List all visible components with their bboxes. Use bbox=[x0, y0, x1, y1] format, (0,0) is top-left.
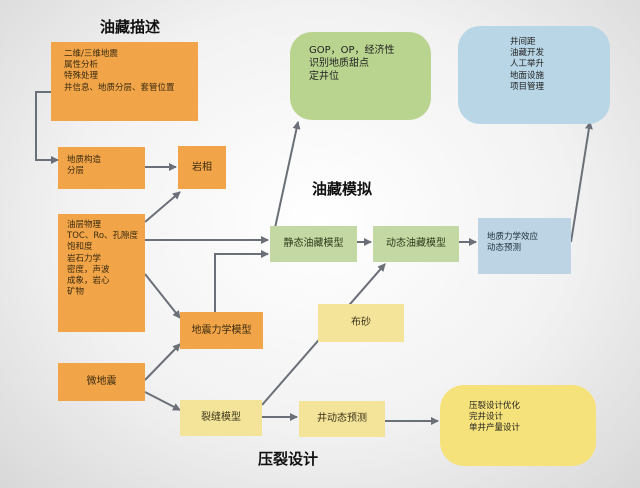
node-field-development: 井间距 油藏开发 人工举升 地面设施 项目管理 bbox=[458, 26, 610, 124]
arrow-micro-to-fracture bbox=[144, 391, 181, 411]
node-sweet-spot-identification: GOP，OP，经济性 识别地质甜点 定井位 bbox=[290, 32, 431, 120]
desc-input-line: 二维/三维地震 bbox=[64, 49, 118, 59]
node-geomechanical-effects: 地质力学效应 动态预测 bbox=[478, 218, 571, 274]
node-micro-seismic: 微地震 bbox=[58, 363, 145, 401]
development-line: 人工举升 bbox=[510, 59, 545, 70]
node-sand-placement: 布砂 bbox=[318, 304, 404, 342]
title-reservoir-description: 油藏描述 bbox=[100, 18, 161, 36]
desc-input-line: 属性分析 bbox=[64, 60, 99, 71]
geo-structure-line: 分层 bbox=[67, 166, 85, 177]
node-static-reservoir-model: 静态油藏模型 bbox=[270, 226, 357, 262]
reservoir-prop-line: 矿物 bbox=[67, 287, 85, 298]
node-well-dynamic-prediction: 井动态预测 bbox=[299, 401, 385, 437]
arrow-props-to-geomech bbox=[144, 273, 181, 319]
geomech-effects-line: 地质力学效应 bbox=[487, 232, 539, 242]
node-lithofacies: 岩相 bbox=[178, 146, 226, 189]
frac-output-line: 压裂设计优化 bbox=[469, 401, 521, 411]
desc-input-line: 井信息、地质分层、套管位置 bbox=[64, 82, 175, 93]
sweet-spot-line: 识别地质甜点 bbox=[309, 58, 369, 70]
node-dynamic-reservoir-model: 动态油藏模型 bbox=[373, 226, 459, 262]
sweet-spot-line: 定井位 bbox=[309, 71, 339, 83]
reservoir-prop-line: 成象，岩心 bbox=[67, 276, 110, 287]
arrow-geomech-effects-to-development bbox=[570, 121, 593, 243]
reservoir-prop-line: 岩石力学 bbox=[67, 253, 102, 264]
node-description-inputs: 二维/三维地震 属性分析 特殊处理 井信息、地质分层、套管位置 bbox=[51, 42, 198, 121]
arrow-desc-to-structure bbox=[35, 91, 59, 164]
reservoir-prop-line: 饱和度 bbox=[67, 242, 93, 253]
node-frac-design-outputs: 压裂设计优化 完井设计 单井产量设计 bbox=[440, 385, 596, 466]
geomech-effects-line: 动态预测 bbox=[487, 243, 522, 254]
development-line: 地面设施 bbox=[510, 70, 545, 81]
reservoir-prop-line: 密度，声波 bbox=[67, 264, 110, 275]
node-geomechanics-model: 地震力学模型 bbox=[180, 312, 263, 349]
sweet-spot-line: GOP，OP，经济性 bbox=[309, 45, 395, 56]
node-reservoir-properties: 油层物理 TOC、Ro、孔隙度 饱和度 岩石力学 密度，声波 成象，岩心 矿物 bbox=[58, 214, 145, 332]
desc-input-line: 特殊处理 bbox=[64, 71, 99, 82]
node-fracture-model: 裂缝模型 bbox=[180, 400, 262, 436]
reservoir-prop-line: 油层物理 bbox=[67, 220, 102, 230]
development-line: 井间距 bbox=[510, 37, 536, 47]
arrow-props-to-lithofacies bbox=[144, 191, 181, 223]
title-reservoir-simulation: 油藏模拟 bbox=[312, 180, 373, 198]
node-geological-structure: 地质构造 分层 bbox=[58, 147, 145, 189]
development-line: 项目管理 bbox=[510, 81, 545, 92]
geo-structure-line: 地质构造 bbox=[67, 155, 102, 165]
reservoir-prop-line: TOC、Ro、孔隙度 bbox=[67, 231, 139, 242]
frac-output-line: 单井产量设计 bbox=[469, 423, 521, 434]
title-frac-design: 压裂设计 bbox=[258, 450, 319, 468]
development-line: 油藏开发 bbox=[510, 48, 545, 59]
arrow-static-to-sweetspot bbox=[274, 121, 301, 229]
frac-output-line: 完井设计 bbox=[469, 412, 504, 423]
arrow-geomech-to-static bbox=[214, 250, 269, 316]
arrow-micro-to-geomech bbox=[144, 343, 181, 381]
